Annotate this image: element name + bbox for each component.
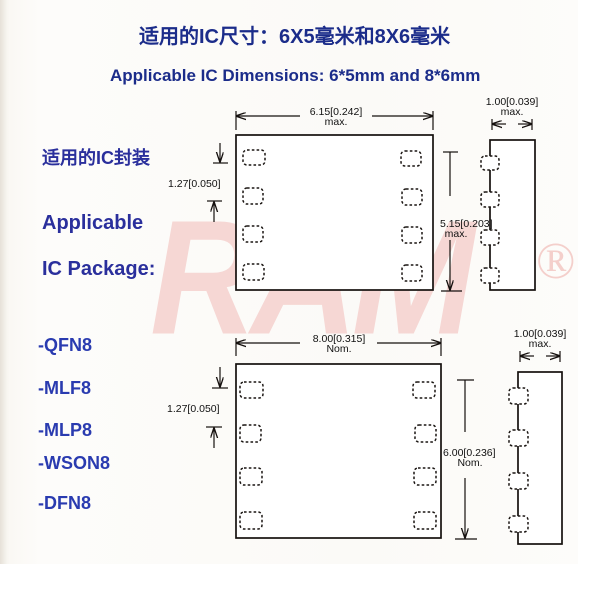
page-edge-right bbox=[578, 0, 600, 600]
top-dimension-qualifier-8x6: Nom. bbox=[326, 343, 351, 355]
pad bbox=[401, 226, 423, 244]
side-pad bbox=[508, 472, 529, 490]
pad bbox=[412, 381, 436, 399]
side-pad bbox=[480, 267, 500, 284]
pitch-dimension-value-6x5: 1.27[0.050] bbox=[168, 178, 221, 190]
side-pad bbox=[508, 515, 529, 533]
side-view-8x6 bbox=[508, 351, 563, 545]
side-view-6x5 bbox=[480, 119, 536, 291]
side-pad bbox=[480, 229, 500, 246]
side-dimension-qualifier-6x5: max. bbox=[501, 106, 524, 118]
package-body-8x6 bbox=[235, 363, 442, 539]
pad bbox=[239, 467, 263, 486]
height-dimension-qualifier-6x5: max. bbox=[445, 228, 468, 240]
drawing-package-8x6: 8.00[0.315] Nom. 1.27[0.050] 6.00[0.236]… bbox=[167, 328, 566, 545]
side-pad bbox=[508, 429, 529, 447]
pad bbox=[401, 188, 423, 206]
pad bbox=[413, 467, 437, 486]
side-pad bbox=[508, 387, 529, 405]
pad bbox=[400, 150, 422, 167]
drawing-package-6x5: 6.15[0.242] max. 1.27[0.050] 5.15[0.203]… bbox=[168, 96, 538, 292]
page-edge-bottom bbox=[0, 564, 600, 600]
pad bbox=[239, 511, 263, 530]
pad bbox=[413, 511, 437, 530]
pitch-dimension-value-8x6: 1.27[0.050] bbox=[167, 403, 220, 415]
pad bbox=[242, 187, 264, 205]
side-dimension-qualifier-8x6: max. bbox=[529, 338, 552, 350]
side-pad bbox=[480, 191, 500, 208]
pad bbox=[239, 381, 264, 399]
pad bbox=[401, 264, 423, 282]
page-edge-left bbox=[0, 0, 7, 600]
pad bbox=[242, 263, 265, 281]
top-dimension-qualifier-6x5: max. bbox=[325, 116, 348, 128]
pad bbox=[414, 424, 437, 443]
side-pad bbox=[480, 155, 500, 171]
pad bbox=[239, 424, 262, 443]
height-dimension-qualifier-8x6: Nom. bbox=[457, 457, 482, 469]
pad bbox=[242, 225, 264, 243]
pad bbox=[242, 149, 266, 166]
